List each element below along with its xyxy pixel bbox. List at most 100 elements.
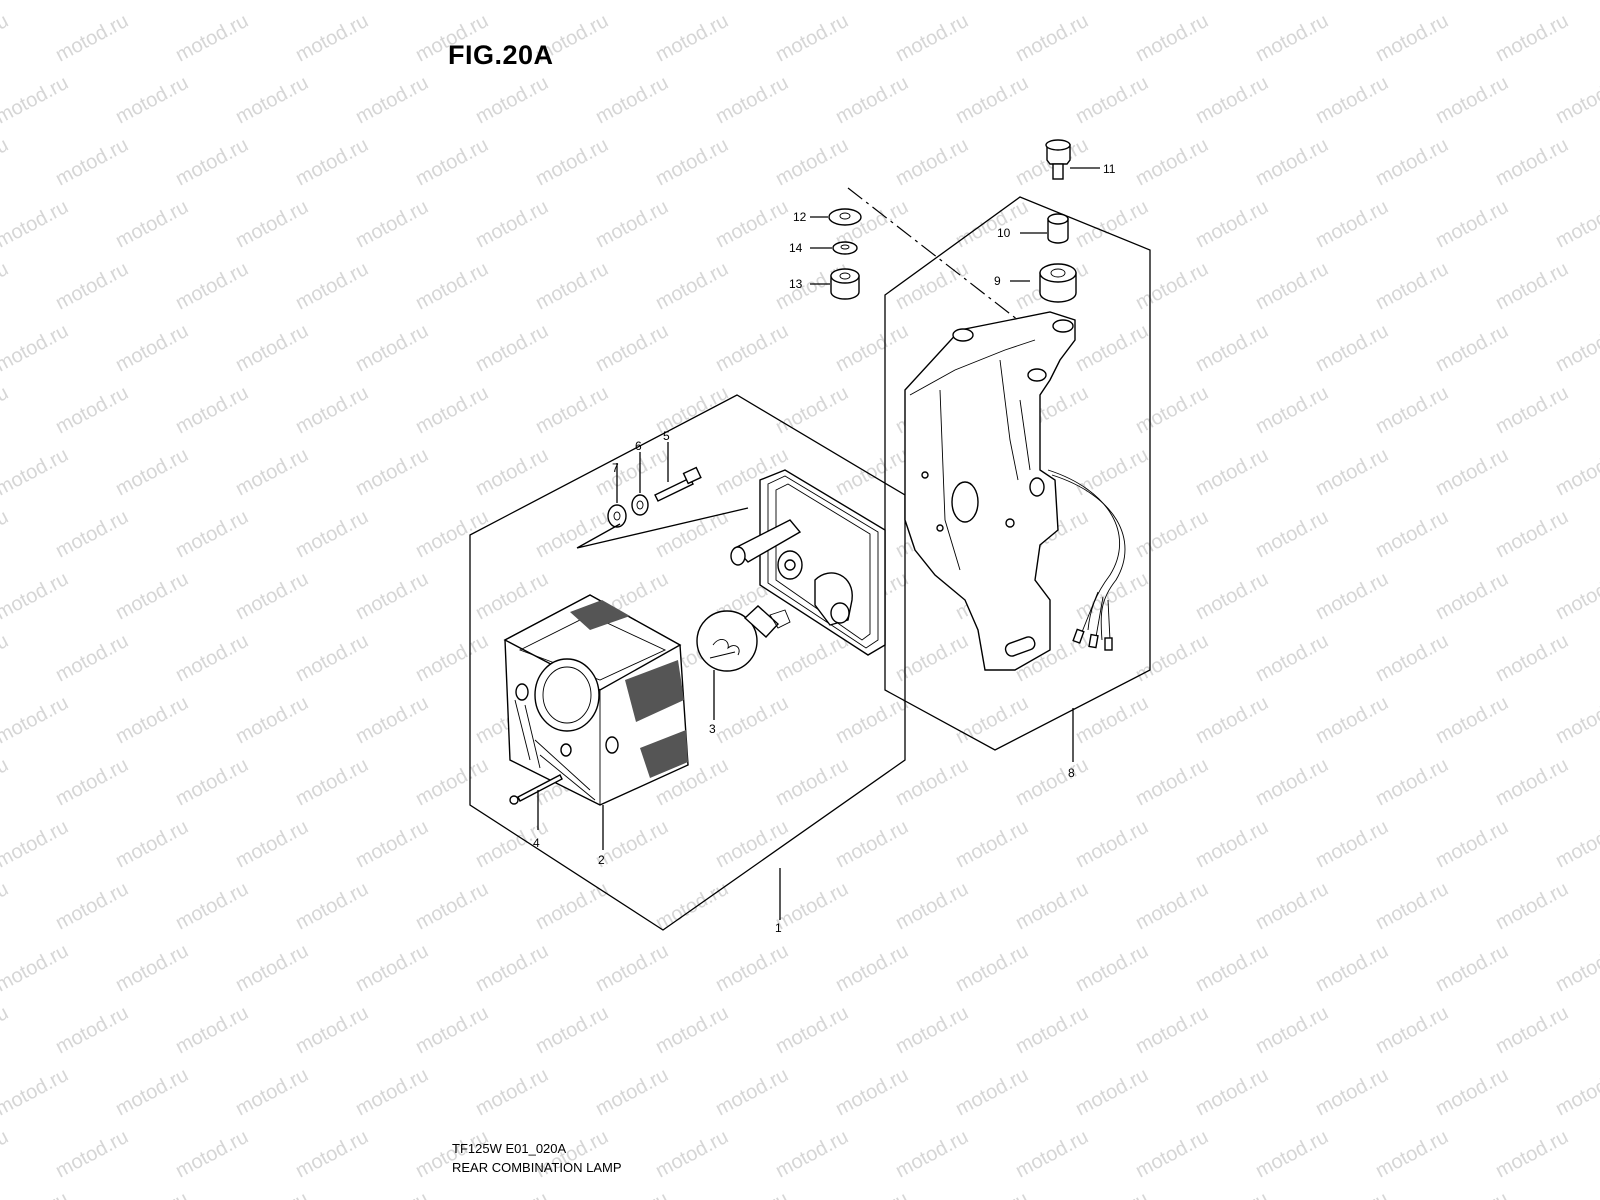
callout-2: 2 bbox=[598, 853, 605, 867]
watermark-text: motod.ru bbox=[412, 382, 492, 438]
watermark-text: motod.ru bbox=[1252, 10, 1332, 66]
watermark-text: motod.ru bbox=[1192, 0, 1272, 4]
watermark-text: motod.ru bbox=[952, 72, 1032, 128]
watermark-text: motod.ru bbox=[1372, 878, 1452, 934]
callout-13: 13 bbox=[789, 277, 803, 291]
watermark-text: motod.ru bbox=[112, 1188, 192, 1200]
watermark-text: motod.ru bbox=[1552, 692, 1600, 748]
watermark-text: motod.ru bbox=[832, 940, 912, 996]
watermark-text: motod.ru bbox=[0, 940, 72, 996]
watermark-text: motod.ru bbox=[352, 692, 432, 748]
watermark-text: motod.ru bbox=[772, 134, 852, 190]
watermark-text: motod.ru bbox=[1132, 1002, 1212, 1058]
watermark-text: motod.ru bbox=[1372, 506, 1452, 562]
callout-7: 7 bbox=[612, 461, 619, 475]
watermark-text: motod.ru bbox=[52, 1002, 132, 1058]
watermark-text: motod.ru bbox=[1432, 196, 1512, 252]
callout-10: 10 bbox=[997, 226, 1011, 240]
watermark-text: motod.ru bbox=[1552, 1064, 1600, 1120]
watermark-text: motod.ru bbox=[1492, 506, 1572, 562]
watermark-text: motod.ru bbox=[1312, 1188, 1392, 1200]
bracket-part bbox=[904, 311, 1126, 671]
watermark-text: motod.ru bbox=[1372, 258, 1452, 314]
watermark-text: motod.ru bbox=[0, 10, 12, 66]
watermark-text: motod.ru bbox=[592, 1064, 672, 1120]
watermark-text: motod.ru bbox=[1192, 568, 1272, 624]
watermark-text: motod.ru bbox=[1072, 816, 1152, 872]
callout-9: 9 bbox=[994, 274, 1001, 288]
watermark-text: motod.ru bbox=[592, 320, 672, 376]
watermark-text: motod.ru bbox=[52, 1126, 132, 1182]
watermark-text: motod.ru bbox=[472, 444, 552, 500]
watermark-text: motod.ru bbox=[772, 382, 852, 438]
watermark-text: motod.ru bbox=[292, 134, 372, 190]
watermark-text: motod.ru bbox=[112, 320, 192, 376]
watermark-text: motod.ru bbox=[52, 878, 132, 934]
watermark-text: motod.ru bbox=[352, 320, 432, 376]
watermark-text: motod.ru bbox=[232, 568, 312, 624]
watermark-text: motod.ru bbox=[1492, 754, 1572, 810]
watermark-text: motod.ru bbox=[172, 134, 252, 190]
watermark-text: motod.ru bbox=[1072, 692, 1152, 748]
watermark-text: motod.ru bbox=[832, 1188, 912, 1200]
watermark-text: motod.ru bbox=[1132, 754, 1212, 810]
watermark-text: motod.ru bbox=[1492, 258, 1572, 314]
watermark-text: motod.ru bbox=[472, 816, 552, 872]
watermark-text: motod.ru bbox=[0, 878, 12, 934]
watermark-text: motod.ru bbox=[412, 258, 492, 314]
watermark-text: motod.ru bbox=[592, 940, 672, 996]
watermark-text: motod.ru bbox=[352, 72, 432, 128]
watermark-text: motod.ru bbox=[1312, 692, 1392, 748]
watermark-text: motod.ru bbox=[0, 506, 12, 562]
watermark-text: motod.ru bbox=[0, 320, 72, 376]
callout-8: 8 bbox=[1068, 766, 1075, 780]
watermark-text: motod.ru bbox=[1552, 196, 1600, 252]
watermark-text: motod.ru bbox=[1312, 444, 1392, 500]
watermark-text: motod.ru bbox=[892, 878, 972, 934]
watermark-text: motod.ru bbox=[472, 940, 552, 996]
watermark-text: motod.ru bbox=[952, 196, 1032, 252]
watermark-text: motod.ru bbox=[0, 0, 72, 4]
watermark-text: motod.ru bbox=[472, 0, 552, 4]
watermark-text: motod.ru bbox=[1312, 816, 1392, 872]
watermark-text: motod.ru bbox=[832, 692, 912, 748]
screw-5-part bbox=[654, 466, 702, 502]
watermark-text: motod.ru bbox=[892, 1002, 972, 1058]
watermark-text: motod.ru bbox=[1252, 1002, 1332, 1058]
watermark-text: motod.ru bbox=[952, 1188, 1032, 1200]
watermark-text: motod.ru bbox=[1312, 940, 1392, 996]
watermark-text: motod.ru bbox=[112, 940, 192, 996]
watermark-text: motod.ru bbox=[292, 382, 372, 438]
watermark-text: motod.ru bbox=[292, 878, 372, 934]
watermark-text: motod.ru bbox=[1192, 444, 1272, 500]
watermark-text: motod.ru bbox=[772, 754, 852, 810]
watermark-text: motod.ru bbox=[712, 1064, 792, 1120]
watermark-text: motod.ru bbox=[1492, 134, 1572, 190]
watermark-text: motod.ru bbox=[652, 1126, 732, 1182]
watermark-text: motod.ru bbox=[1252, 506, 1332, 562]
figure-title: FIG.20A bbox=[448, 40, 554, 70]
watermark-text: motod.ru bbox=[232, 692, 312, 748]
watermark-text: motod.ru bbox=[772, 878, 852, 934]
watermark-text: motod.ru bbox=[1552, 320, 1600, 376]
watermark-text: motod.ru bbox=[232, 196, 312, 252]
watermark-text: motod.ru bbox=[0, 692, 72, 748]
watermark-text: motod.ru bbox=[1012, 10, 1092, 66]
watermark-text: motod.ru bbox=[172, 1126, 252, 1182]
watermark-text: motod.ru bbox=[1072, 940, 1152, 996]
watermark-text: motod.ru bbox=[1072, 568, 1152, 624]
watermark-text: motod.ru bbox=[472, 568, 552, 624]
watermark-text: motod.ru bbox=[1192, 1188, 1272, 1200]
watermark-text: motod.ru bbox=[1432, 692, 1512, 748]
bulb-part bbox=[696, 605, 791, 672]
watermark-text: motod.ru bbox=[892, 754, 972, 810]
watermark-text: motod.ru bbox=[1432, 940, 1512, 996]
watermark-text: motod.ru bbox=[292, 630, 372, 686]
leader-lines bbox=[537, 167, 1100, 920]
watermark-text: motod.ru bbox=[412, 754, 492, 810]
watermark-text: motod.ru bbox=[172, 258, 252, 314]
watermark-text: motod.ru bbox=[292, 258, 372, 314]
footer-name: REAR COMBINATION LAMP bbox=[452, 1160, 622, 1175]
watermark-text: motod.ru bbox=[772, 1126, 852, 1182]
watermark-text: motod.ru bbox=[172, 630, 252, 686]
